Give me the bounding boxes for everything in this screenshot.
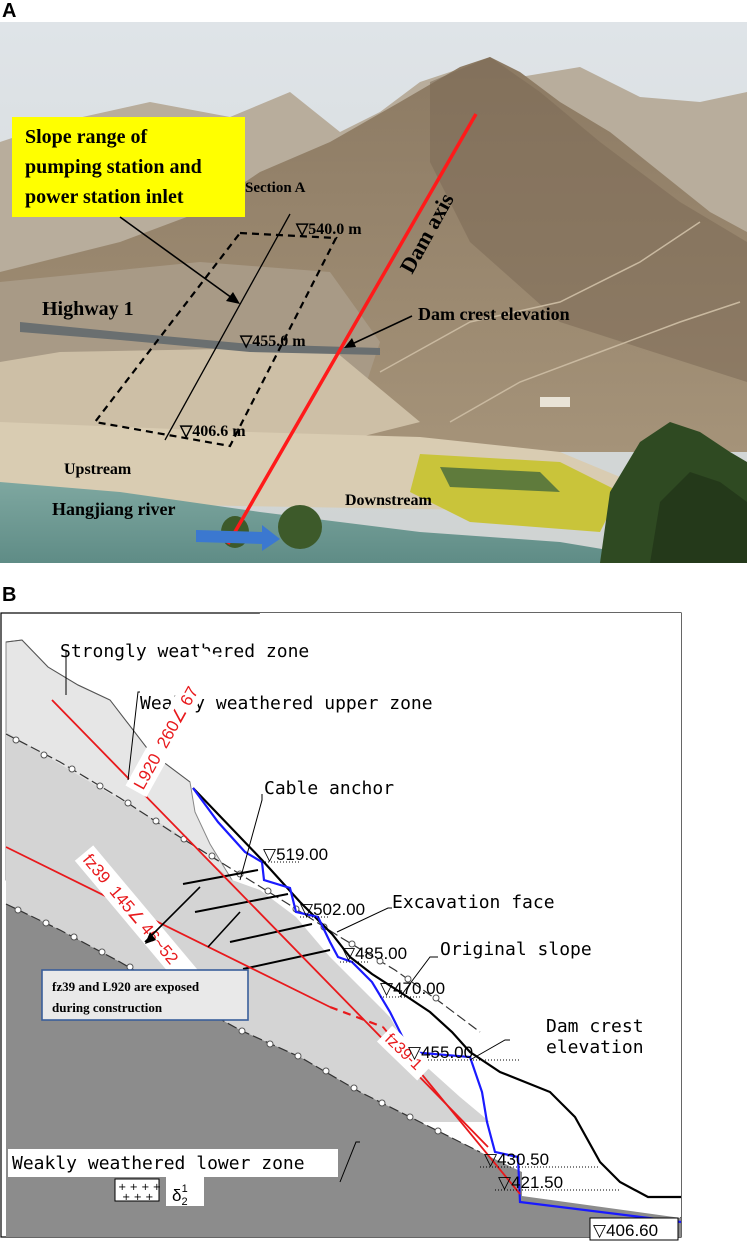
cable-anchors [182, 869, 331, 970]
cable-anchor-label: Cable anchor [264, 778, 394, 799]
slope-range-callout-line2: pumping station and [25, 156, 202, 178]
river-flow-arrow [196, 525, 280, 551]
dam-crest-arrow [351, 315, 413, 345]
elevation-455: ▽455.00 [408, 1043, 473, 1062]
section-a-line [164, 213, 291, 441]
leader-lines [65, 650, 510, 1183]
svg-text:+ + +: + + + [122, 1192, 154, 1203]
excavation-face-line [192, 787, 682, 1224]
elevation-540-label: ▽540.0 m [295, 221, 362, 238]
excavated-area [193, 613, 681, 1237]
fault-fz39-line [5, 846, 331, 1008]
exposed-note-line2: during construction [52, 1000, 163, 1015]
elevation-470: ▽470.00 [380, 979, 445, 998]
panel-b-letter: B [2, 584, 17, 606]
exposed-note-line1: fz39 and L920 are exposed [52, 979, 200, 994]
elevation-421: ▽421.50 [498, 1173, 563, 1192]
slope-range-callout-line3: power station inlet [25, 186, 184, 208]
section-a-label: Section A [245, 180, 306, 196]
callout-arrow [119, 216, 233, 299]
slope-range-callout-box [12, 117, 245, 217]
downstream-label: Downstream [345, 492, 432, 509]
fault-fz39-dashed [329, 1005, 384, 1029]
elevation-502: ▽502.00 [300, 900, 365, 919]
elevation-455-label: ▽455.0 m [239, 333, 306, 350]
original-slope-label: Original slope [440, 939, 592, 960]
exposed-arrow-2 [207, 911, 241, 948]
legend-label: δ21 [172, 1183, 188, 1208]
dam-crest-label-2: elevation [546, 1037, 644, 1058]
hangjiang-river-label: Hangjiang river [52, 499, 176, 519]
dam-crest-label-1: Dam crest [546, 1016, 644, 1037]
elevation-485: ▽485.00 [342, 944, 407, 963]
geological-section: Strongly weathered zone Weakly weathered… [0, 612, 682, 1241]
highway-road [20, 322, 380, 355]
slope-range-callout-line1: Slope range of [25, 126, 148, 148]
elevation-ticks [262, 861, 620, 1191]
exposed-note-box [41, 969, 249, 1021]
slope-range-outline [93, 231, 338, 448]
dam-axis-line [226, 113, 478, 545]
strongly-weathered-label: Strongly weathered zone [60, 641, 309, 662]
elevation-406-label: ▽406.6 m [179, 423, 246, 440]
svg-text:+ + + +: + + + + [118, 1182, 161, 1193]
panel-a-letter: A [2, 0, 17, 22]
upper-boundary-line [5, 733, 481, 1033]
highway-1-label: Highway 1 [42, 298, 134, 320]
weakly-upper-label: Weakly weathered upper zone [140, 693, 433, 714]
legend-swatch-pattern: + + + + + + + [118, 1182, 161, 1203]
elevation-406: ▽406.60 [593, 1221, 658, 1240]
site-photo: Slope range of pumping station and power… [0, 22, 747, 563]
excavation-face-label: Excavation face [392, 892, 555, 913]
upstream-label: Upstream [64, 461, 132, 478]
dam-crest-label: Dam crest elevation [418, 304, 570, 324]
elevation-519: ▽519.00 [263, 845, 328, 864]
elevation-430: ▽430.50 [484, 1150, 549, 1169]
legend-swatch [114, 1178, 160, 1202]
weakly-lower-label: Weakly weathered lower zone [12, 1153, 305, 1174]
exposed-arrow-1 [144, 886, 201, 943]
